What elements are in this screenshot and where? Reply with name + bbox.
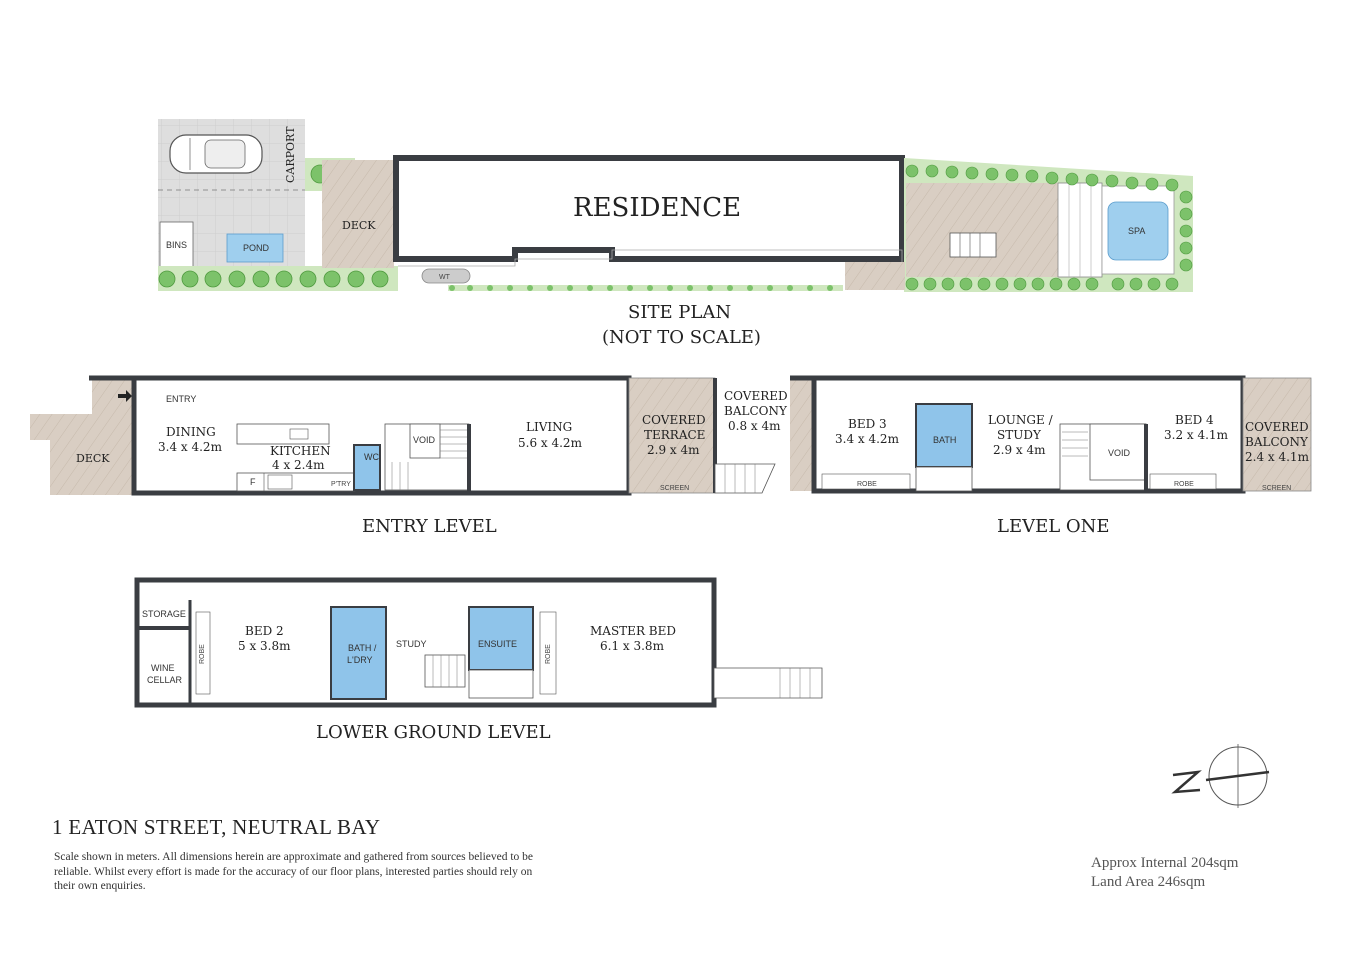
living-dimension: 5.6 x 4.2m (518, 436, 583, 450)
north-compass-icon (1171, 744, 1270, 808)
lounge-dimension: 2.9 x 4m (993, 443, 1046, 457)
bath-laundry-label-line1: BATH / (348, 643, 377, 653)
level-one-bath-label: BATH (933, 435, 956, 445)
terrace-dimension: 2.9 x 4m (647, 443, 700, 457)
level-one-void-label: VOID (1108, 448, 1131, 458)
entry-level-plan: DECK ENTRY DINING (30, 375, 788, 537)
study-label: STUDY (396, 639, 427, 649)
wine-cellar-label-line2: CELLAR (147, 675, 183, 685)
master-bed-dimension: 6.1 x 3.8m (600, 639, 665, 653)
spa-label: SPA (1128, 226, 1145, 236)
bed3-dimension: 3.4 x 4.2m (835, 432, 900, 446)
car-icon (169, 134, 263, 174)
lower-ground-caption: LOWER GROUND LEVEL (316, 722, 551, 743)
level-one-balcony-dimension: 2.4 x 4.1m (1245, 450, 1310, 464)
residence-label: RESIDENCE (573, 193, 741, 223)
terrace-screen-label: SCREEN (660, 485, 689, 492)
front-deck-label: DECK (342, 219, 376, 232)
site-plan: CARPORT BINS POND DECK RESIDENCE (158, 119, 1193, 348)
level-one-plan: BED 3 3.4 x 4.2m ROBE BATH LOUNGE / STUD… (790, 375, 1312, 537)
covered-terrace (628, 377, 716, 494)
north-letter-icon (1171, 770, 1202, 794)
entry-balcony-label-line2: BALCONY (724, 404, 788, 418)
bath-laundry-room (330, 606, 387, 700)
land-area: Land Area 246sqm (1091, 874, 1206, 890)
level-one-bath (915, 403, 973, 468)
level-one-balcony-label-line1: COVERED (1245, 420, 1309, 434)
wc-room (353, 444, 381, 491)
storage-label: STORAGE (142, 609, 186, 619)
level-one-balcony-label-line2: BALCONY (1245, 435, 1309, 449)
bed2-label: BED 2 (245, 624, 284, 638)
wc-label: WC (364, 452, 379, 462)
side-path-garden (448, 285, 843, 291)
bed2-robe-label: ROBE (199, 644, 206, 664)
disclaimer-text: Scale shown in meters. All dimensions he… (54, 851, 534, 892)
bins-area (159, 221, 194, 268)
site-plan-subcaption: (NOT TO SCALE) (602, 327, 761, 348)
front-deck (322, 160, 394, 268)
dining-dimension: 3.4 x 4.2m (158, 440, 223, 454)
bath-laundry-label-line2: L'DRY (347, 655, 373, 665)
bed2-dimension: 5 x 3.8m (238, 639, 291, 653)
bed3-robe-label: ROBE (857, 481, 877, 488)
water-tank-label: WT (439, 274, 451, 281)
entry-level-caption: ENTRY LEVEL (362, 516, 497, 537)
entry-label: ENTRY (166, 394, 196, 404)
area-summary: Approx Internal 204sqm Land Area 246sqm (1091, 854, 1238, 892)
balcony-stair (714, 463, 776, 494)
spa (1107, 201, 1169, 261)
entry-deck (30, 414, 92, 495)
water-tank (421, 268, 471, 284)
shrubs-right (905, 164, 1193, 291)
sink-icon (289, 428, 309, 440)
dining-label: DINING (166, 425, 216, 439)
kitchen-island (236, 423, 330, 445)
kitchen-dimension: 4 x 2.4m (272, 458, 325, 472)
carport-label: CARPORT (284, 126, 297, 183)
master-robe-label: ROBE (545, 644, 552, 664)
cooktop-icon (267, 474, 293, 490)
entry-level-walls (131, 375, 632, 496)
terrace-label-line2: TERRACE (644, 428, 705, 442)
rear-steps (949, 232, 997, 258)
property-address: 1 EATON STREET, NEUTRAL BAY (52, 815, 381, 839)
entry-balcony-label-line1: COVERED (724, 389, 788, 403)
fridge-label: F (250, 477, 256, 487)
entry-void-label: VOID (413, 435, 436, 445)
rear-garden-stair (713, 667, 823, 699)
level-one-screen-label: SCREEN (1262, 485, 1291, 492)
level-one-balcony (1242, 377, 1312, 492)
ensuite-room (468, 606, 534, 671)
lower-stair (424, 654, 466, 688)
lower-ground-plan: STORAGE WINE CELLAR ROBE BED 2 5 x 3.8m … (134, 577, 823, 743)
master-bed-label: MASTER BED (590, 624, 676, 638)
bathtub-icon (915, 466, 973, 492)
kitchen-label: KITCHEN (270, 444, 331, 458)
entry-balcony-dimension: 0.8 x 4m (728, 419, 781, 433)
terrace-label-line1: COVERED (642, 413, 706, 427)
bed4-robe-label: ROBE (1174, 481, 1194, 488)
bins-label: BINS (166, 240, 187, 250)
level-one-caption: LEVEL ONE (997, 516, 1110, 537)
entry-deck-label: DECK (76, 452, 110, 465)
pond (226, 233, 284, 263)
site-plan-caption: SITE PLAN (628, 302, 731, 323)
lounge-label-line2: STUDY (997, 428, 1042, 442)
level-one-walls (811, 375, 1246, 494)
pantry-label: P'TRY (331, 481, 351, 488)
bed4-dimension: 3.2 x 4.1m (1164, 428, 1229, 442)
bed4-label: BED 4 (1175, 413, 1214, 427)
lounge-label-line1: LOUNGE / (988, 413, 1054, 427)
pond-label: POND (243, 243, 270, 253)
ensuite-label: ENSUITE (478, 639, 517, 649)
internal-area: Approx Internal 204sqm (1091, 855, 1239, 871)
level-one-side-deck (790, 378, 814, 491)
living-label: LIVING (526, 420, 572, 434)
bed3-label: BED 3 (848, 417, 887, 431)
rear-deck (906, 183, 1058, 277)
entry-arrow-icon (118, 390, 132, 402)
wine-cellar-label-line1: WINE (151, 663, 175, 673)
